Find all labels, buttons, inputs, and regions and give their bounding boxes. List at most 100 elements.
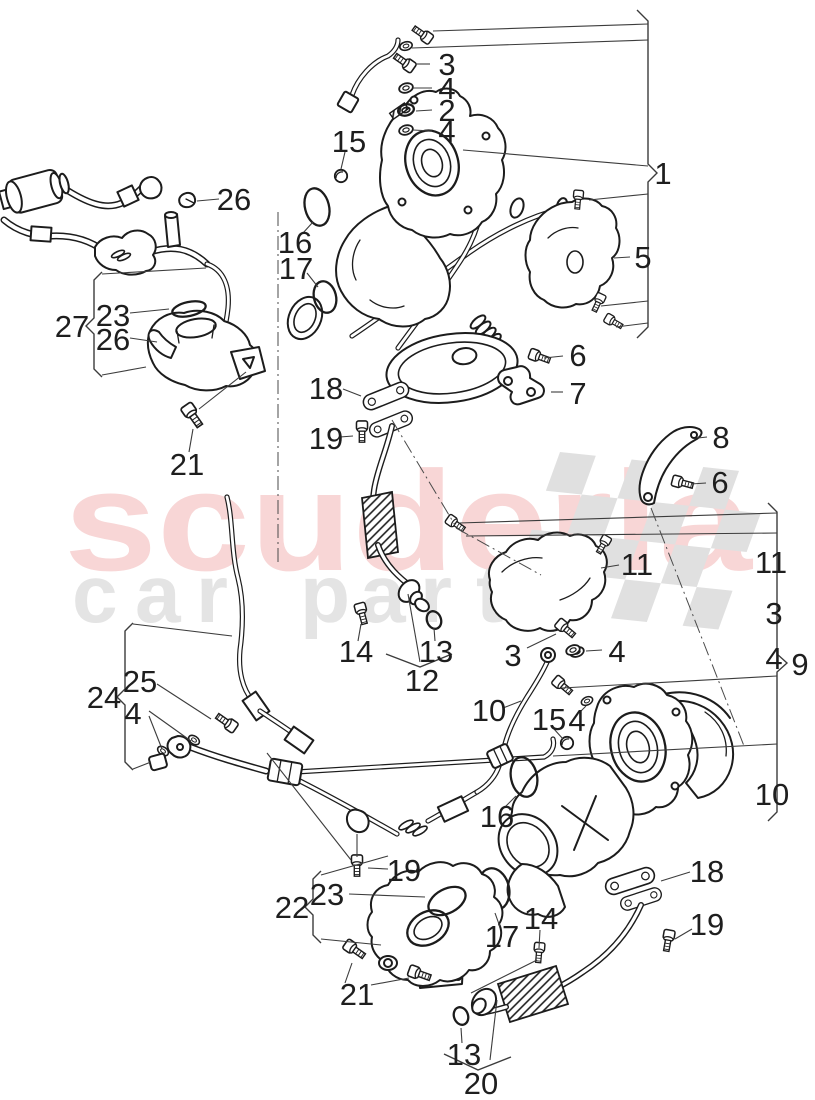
part-callout-21: 21 (340, 977, 374, 1012)
part-callout-17: 17 (279, 251, 313, 286)
leader-line (613, 256, 631, 259)
leader-line (344, 962, 353, 984)
part-callout-1: 1 (654, 156, 671, 191)
leader-line (320, 938, 382, 946)
heat-shield-11 (443, 513, 613, 660)
axis-line (455, 527, 542, 576)
part-callout-6: 6 (711, 465, 728, 500)
part-callout-8: 8 (712, 420, 729, 455)
oil-return-pipe-20 (452, 905, 641, 1026)
part-callout-15: 15 (332, 124, 366, 159)
watermark-sub-letter: r (196, 549, 228, 640)
banjo-union-2 (396, 103, 416, 117)
watermark-sub-letter: p (300, 549, 350, 640)
leader-line (156, 683, 212, 720)
bolt-21 (179, 400, 207, 431)
pressure-sensor (0, 168, 70, 214)
part-callout-18: 18 (690, 854, 724, 889)
part-callout-14: 14 (339, 634, 373, 669)
part-callout-17: 17 (485, 919, 519, 954)
leader-line (538, 929, 541, 949)
leader-line (615, 322, 649, 328)
group-bracket (636, 9, 658, 339)
leader-line (132, 623, 233, 637)
part-callout-24: 24 (87, 680, 121, 715)
part-callout-3: 3 (438, 47, 455, 82)
oil-feed-pipe-12 (353, 426, 443, 630)
part-callout-15: 15 (532, 702, 566, 737)
leader-line (489, 999, 498, 1061)
leader-line (697, 436, 708, 439)
part-callout-2: 2 (438, 93, 455, 128)
leader-line (470, 959, 538, 994)
leader-line (306, 272, 319, 288)
part-callout-9: 9 (791, 647, 808, 682)
oil-separator-housing (146, 300, 266, 431)
leader-line (494, 912, 501, 928)
nut-15 (333, 168, 349, 184)
leader-line (412, 129, 433, 132)
leader-line (148, 710, 192, 742)
gasket-18 (360, 379, 412, 413)
support-bracket-7 (497, 347, 553, 406)
leader-line (432, 23, 649, 32)
leader-line (266, 752, 352, 861)
leader-line (132, 761, 152, 770)
leader-line (148, 715, 163, 750)
part-callout-19: 19 (387, 853, 421, 888)
leader-line (504, 795, 517, 808)
leader-line (196, 198, 220, 202)
leader-line (320, 855, 389, 876)
compressor-outlet (286, 295, 324, 341)
leader-line (198, 371, 247, 410)
part-callout-5: 5 (634, 240, 651, 275)
leader-line (407, 593, 421, 663)
flag-square (710, 509, 761, 553)
leader-line (690, 482, 707, 485)
leader-line (462, 149, 649, 167)
bolt-3 (550, 673, 576, 698)
part-callout-4: 4 (568, 703, 585, 738)
part-callout-10: 10 (755, 777, 789, 812)
part-callout-6: 6 (569, 338, 586, 373)
part-callout-26: 26 (96, 322, 130, 357)
part-callout-14: 14 (524, 901, 558, 936)
leader-line (342, 388, 362, 397)
leader-line (526, 633, 557, 649)
watermark-sub-letter: a (135, 549, 182, 640)
breather-hose-assembly (0, 168, 228, 348)
adapter-housing-22 (341, 861, 504, 989)
part-callout-27: 27 (55, 309, 89, 344)
leader-line (588, 193, 649, 201)
leader-line (585, 649, 603, 652)
flag-square (660, 544, 711, 588)
leader-line (600, 564, 620, 569)
group-bracket (767, 502, 789, 822)
hose-junction (94, 229, 157, 276)
leader-line (348, 893, 426, 898)
part-callout-16: 16 (480, 799, 514, 834)
o-ring-13 (452, 1006, 470, 1026)
banjo-bolt-stack (336, 22, 435, 138)
pipe-clamp (345, 808, 370, 834)
gasket-ring-23 (427, 885, 467, 917)
part-callout-11: 11 (755, 545, 787, 580)
seal-ring-17 (312, 280, 338, 314)
bolt-19 (355, 420, 369, 443)
leader-line (660, 871, 691, 882)
part-callout-19: 19 (309, 421, 343, 456)
part-callout-19: 19 (690, 907, 724, 942)
leader-lines (101, 23, 778, 1061)
leader-line (188, 428, 194, 453)
seal-ring-16 (303, 187, 331, 227)
washer-4 (397, 80, 415, 96)
leader-line (411, 39, 649, 49)
support-arm-8 (638, 425, 703, 506)
part-callout-7: 7 (569, 376, 586, 411)
part-callout-16: 16 (278, 225, 312, 260)
flag-square (682, 587, 733, 630)
leader-line (460, 1027, 463, 1044)
